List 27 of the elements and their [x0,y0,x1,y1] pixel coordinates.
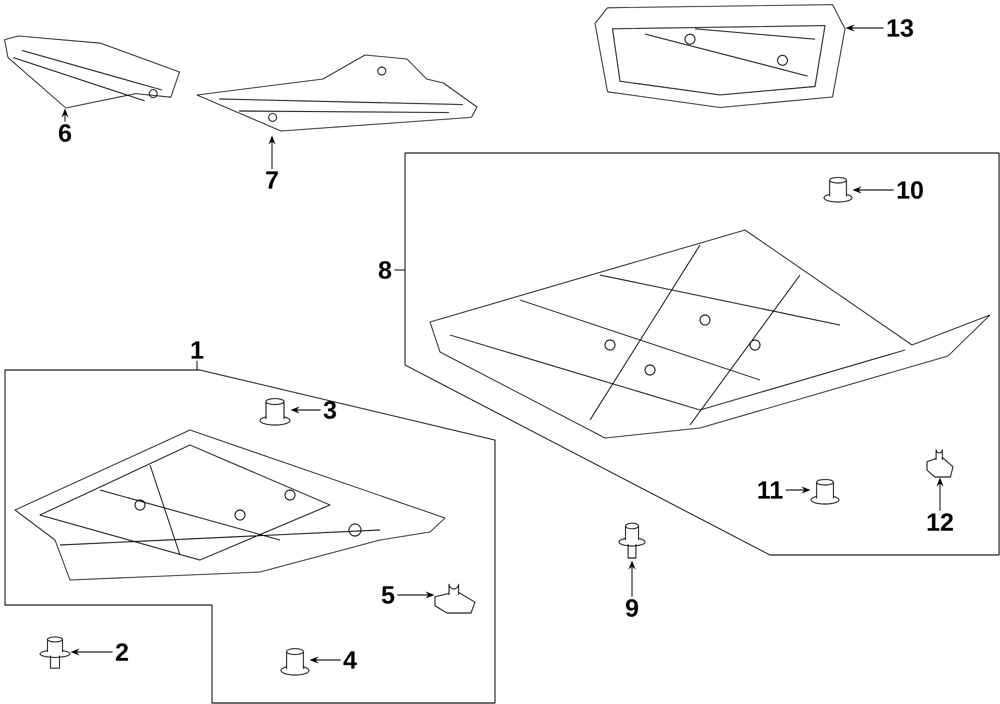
part-drawing [434,584,476,614]
part-drawing [40,636,70,669]
callout-number: 9 [626,599,638,617]
callout-number: 12 [928,513,953,531]
part-drawing [260,398,290,426]
callout-number: 6 [58,124,72,142]
part-drawing [810,478,840,504]
callout-number: 10 [898,181,923,199]
callout-number: 2 [116,643,128,661]
leader-line [196,360,198,370]
callout-number: 13 [888,19,913,37]
group-outline [404,152,1000,556]
group-outline [4,370,496,704]
callout-number: 8 [378,261,392,279]
callout-number: 1 [192,341,204,359]
callout-number: 11 [758,481,783,499]
part-drawing [926,449,954,478]
callout-number: 5 [382,586,394,604]
callout-number: 4 [343,651,357,669]
part-drawing [280,648,310,676]
callout-number: 3 [324,401,336,419]
part-drawing [594,4,846,108]
part-drawing [824,176,852,202]
part-drawing [4,36,180,108]
part-drawing [618,522,646,558]
part-drawing [196,54,478,132]
callout-number: 7 [266,171,278,189]
